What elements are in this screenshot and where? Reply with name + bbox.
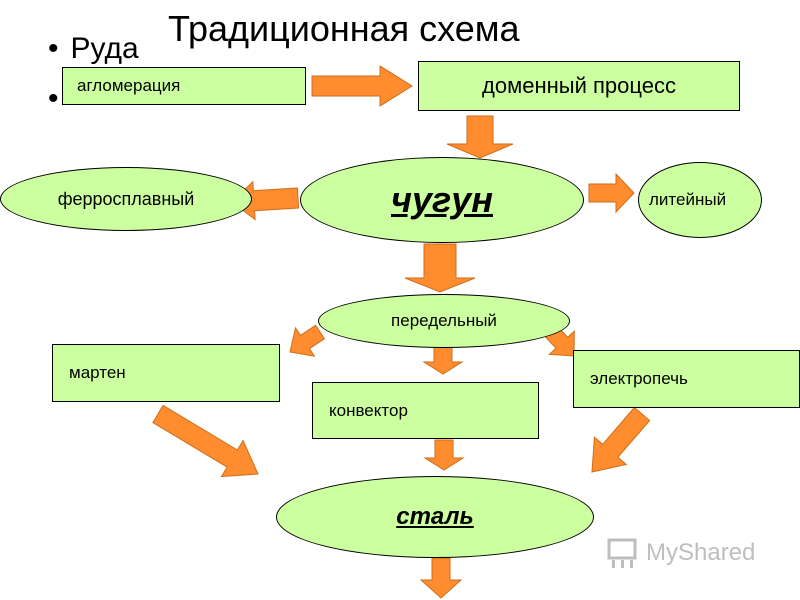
bullet-item-ore: • Руда [48, 32, 139, 66]
bullet-item-empty: • [48, 82, 59, 115]
arrow-open-hearth-to-steel [152, 404, 259, 478]
arrow-pig-iron-to-conversion [404, 243, 476, 293]
node-electric-furnace-label: электропечь [590, 369, 688, 388]
diagram-title: Традиционная схема [168, 8, 520, 49]
node-conversion-label: передельный [391, 311, 497, 330]
arrow-aglomeration-to-blast-furnace [311, 65, 413, 107]
node-aglomeration-label: агломерация [77, 76, 181, 95]
node-ferroalloy: ферросплавный [0, 167, 252, 231]
node-open-hearth: мартен [52, 344, 280, 402]
node-ferroalloy-label: ферросплавный [57, 188, 195, 209]
node-foundry-label: литейный [649, 190, 727, 209]
node-steel: сталь [276, 476, 594, 558]
bullet-dot: • [48, 32, 59, 65]
arrow-steel-output [419, 557, 463, 599]
node-electric-furnace: электропечь [573, 350, 800, 408]
node-pig-iron: чугун [300, 157, 584, 243]
node-steel-label: сталь [396, 503, 474, 530]
watermark-text: MyShared [646, 539, 756, 566]
arrow-conversion-to-converter [422, 345, 464, 375]
node-open-hearth-label: мартен [69, 363, 126, 382]
arrow-electric-furnace-to-steel [591, 406, 651, 473]
node-aglomeration: агломерация [62, 67, 306, 105]
node-blast-furnace-label: доменный процесс [482, 73, 676, 98]
node-pig-iron-label: чугун [391, 179, 493, 220]
presentation-board-icon [607, 538, 637, 568]
node-foundry: литейный [638, 162, 762, 238]
node-converter: конвектор [312, 382, 539, 439]
node-blast-furnace: доменный процесс [418, 61, 740, 111]
arrow-converter-to-steel [423, 439, 465, 471]
watermark-logo: MyShared [606, 536, 755, 570]
arrow-conversion-to-open-hearth [289, 324, 326, 357]
node-conversion: передельный [318, 294, 570, 348]
node-converter-label: конвектор [329, 400, 408, 420]
bullet-ore-label: Руда [70, 32, 139, 65]
arrow-pig-iron-to-foundry [588, 172, 635, 214]
arrow-blast-furnace-to-pig-iron [446, 115, 514, 159]
